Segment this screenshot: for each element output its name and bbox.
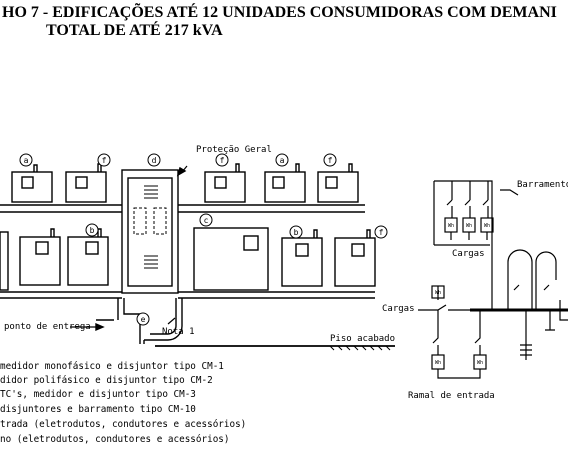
protecao-geral-label: Proteção Geral (196, 145, 272, 155)
meter-label: Wh (484, 223, 490, 229)
legend-line: didor polifásico e disjuntor tipo CM-2 (0, 375, 213, 386)
meter-label: Wh (448, 223, 454, 229)
circle-letter: f (102, 156, 107, 165)
meter-box (65, 163, 107, 203)
general-protection-cabinet (121, 169, 179, 294)
circle-letter: a (280, 156, 285, 165)
meter-labels: Wh Wh Wh Wh Wh Wh (435, 223, 490, 366)
title-line-2: TOTAL DE ATÉ 217 kVA (46, 22, 223, 39)
circle-letter: f (328, 156, 333, 165)
meter-label: Wh (477, 360, 483, 366)
left-assembly (0, 163, 395, 351)
meter-label: Wh (435, 290, 441, 296)
legend-line: no (eletrodutos, condutores e acessórios… (0, 434, 230, 445)
legend-line: TC's, medidor e disjuntor tipo CM-3 (0, 389, 196, 400)
barramento-label: Barramento (517, 180, 568, 190)
ponto-entrega-label: ponto de entrega (4, 322, 91, 332)
meter-box (317, 163, 359, 203)
meter-box (0, 231, 9, 291)
piso-label: Piso acabado (330, 334, 396, 344)
cargas-top-label: Cargas (452, 249, 485, 259)
meter-label: Wh (435, 360, 441, 366)
meter-box (193, 227, 269, 291)
cargas-left-label: Cargas (382, 304, 415, 314)
circle-letter: f (379, 228, 384, 237)
circle-letter: e (141, 315, 146, 324)
circle-letter: a (24, 156, 29, 165)
meter-box (204, 163, 246, 203)
legend-line: medidor monofásico e disjuntor tipo CM-1 (0, 361, 224, 372)
meter-box (264, 163, 306, 203)
legend-line: disjuntores e barramento tipo CM-10 (0, 404, 196, 415)
ramal-label: Ramal de entrada (408, 391, 495, 401)
circle-letter: d (152, 156, 157, 165)
meter-box (334, 229, 376, 287)
meter-box (67, 228, 109, 286)
meter-label: Wh (466, 223, 472, 229)
meter-box (281, 229, 323, 287)
nota-label: Nota 1 (162, 327, 195, 337)
reference-circles (19, 153, 388, 326)
meter-box (19, 228, 61, 286)
title-line-1: HO 7 - EDIFICAÇÕES ATÉ 12 UNIDADES CONSU… (2, 4, 557, 21)
circle-letter: f (220, 156, 225, 165)
circle-letter: b (294, 228, 299, 237)
single-line-schematic (418, 180, 568, 379)
circle-letter: c (204, 216, 209, 225)
circle-letter: b (90, 226, 95, 235)
legend-line: trada (eletrodutos, condutores e acessór… (0, 419, 247, 430)
meter-box (11, 164, 53, 203)
reference-letters: a f d f a f b c b f e (24, 156, 384, 324)
